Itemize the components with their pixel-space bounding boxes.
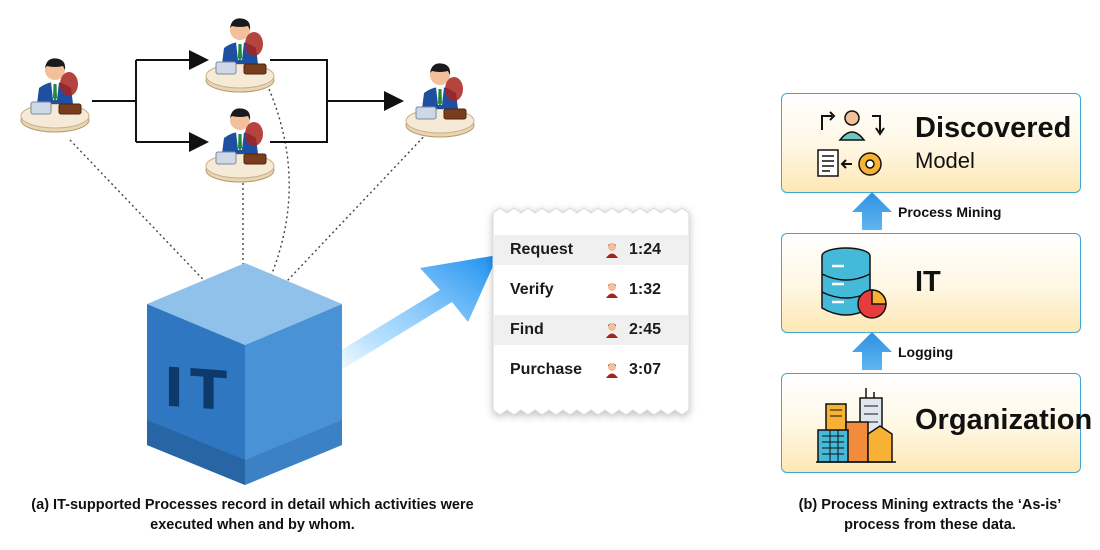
left-caption-line1: (a) IT-supported Processes record in det… — [31, 497, 474, 513]
person-icon — [606, 283, 618, 298]
worker-icon — [205, 107, 275, 183]
database-icon — [821, 247, 887, 319]
worker-icon — [205, 17, 275, 93]
log-row: Find 2:45 — [493, 315, 689, 345]
process-mining-label: Process Mining — [898, 204, 1002, 220]
it-title: IT — [915, 266, 941, 298]
log-activity: Verify — [510, 281, 554, 298]
log-activity: Find — [510, 321, 544, 338]
discovered-title: Discovered — [915, 112, 1072, 144]
right-caption-line2: process from these data. — [844, 517, 1016, 533]
discovered-model-box: Discovered Model — [781, 93, 1081, 193]
discovered-subtitle: Model — [915, 148, 975, 173]
organization-box: Organization — [781, 373, 1092, 473]
logging-label: Logging — [898, 344, 954, 360]
person-icon — [606, 243, 618, 258]
left-caption: (a) IT-supported Processes record in det… — [10, 495, 495, 535]
it-box: IT — [781, 233, 1081, 333]
left-caption-line2: executed when and by whom. — [150, 517, 355, 533]
log-row: Purchase 3:07 — [493, 355, 689, 385]
worker-icon — [405, 62, 475, 138]
log-activity: Purchase — [510, 361, 583, 378]
buildings-icon — [816, 388, 896, 463]
person-icon — [606, 363, 618, 378]
log-time: 1:24 — [629, 241, 662, 258]
organization-title: Organization — [915, 404, 1093, 436]
log-time: 3:07 — [629, 361, 662, 378]
extract-arrow — [300, 255, 498, 388]
cube-label: IT — [164, 355, 233, 424]
log-time: 2:45 — [629, 321, 662, 338]
model-discovery-icon — [817, 110, 885, 177]
right-caption-line1: (b) Process Mining extracts the ‘As-is’ — [798, 497, 1062, 513]
log-time: 1:32 — [629, 281, 662, 298]
worker-icon — [20, 57, 90, 133]
up-arrow-mining — [852, 192, 892, 230]
up-arrow-logging — [852, 332, 892, 370]
right-caption: (b) Process Mining extracts the ‘As-is’ … — [780, 495, 1080, 535]
log-row: Verify 1:32 — [493, 275, 689, 305]
log-row: Request 1:24 — [493, 235, 689, 265]
it-cube — [147, 263, 342, 485]
person-icon — [606, 323, 618, 338]
log-activity: Request — [510, 241, 574, 258]
process-flow — [92, 50, 404, 152]
